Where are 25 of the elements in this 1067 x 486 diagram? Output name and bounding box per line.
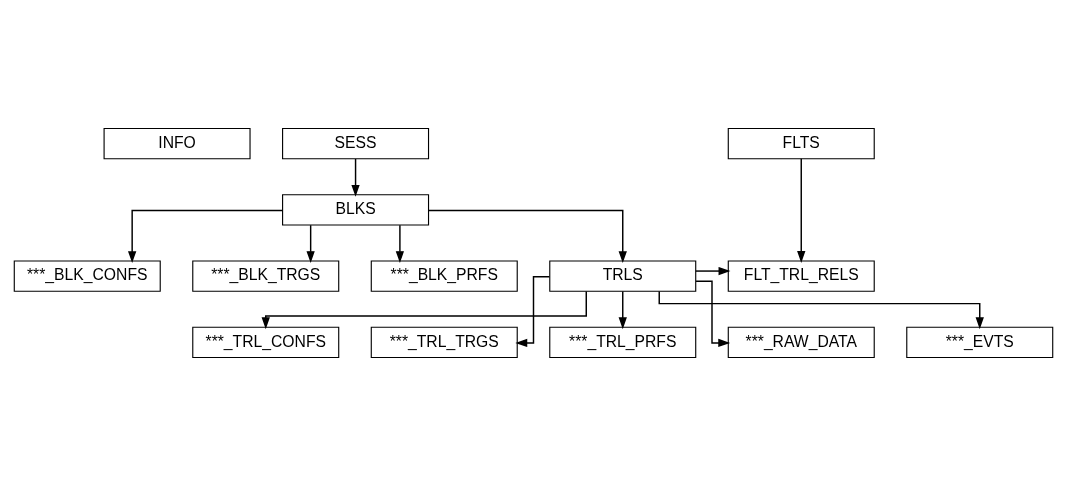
node-box: INFO [103,127,251,160]
node-box: FLTS [727,127,875,160]
node-box: ***_TRL_CONFS [192,326,340,359]
node-box: ***_TRL_PRFS [549,326,697,359]
arrow [128,209,284,264]
arrow [695,266,731,276]
node-box: BLKS [282,194,430,226]
node-box: ***_BLK_PRFS [370,260,518,292]
node-box: ***_TRL_TRGS [370,326,518,359]
node-box: ***_BLK_TRGS [192,260,340,292]
arrow [695,280,731,348]
arrow [351,158,360,197]
arrow [515,275,551,348]
node-box: ***_BLK_CONFS [13,260,161,292]
arrow [797,158,806,263]
arrow [427,209,627,264]
node-box: FLT_TRL_RELS [727,260,875,292]
arrow [395,224,405,264]
node-box: TRLS [549,260,697,292]
node-box: ***_RAW_DATA [727,326,875,359]
node-box: ***_EVTS [906,326,1054,359]
arrow [261,290,587,330]
arrow [618,290,627,330]
arrow [306,224,315,264]
node-box: SESS [282,127,430,160]
